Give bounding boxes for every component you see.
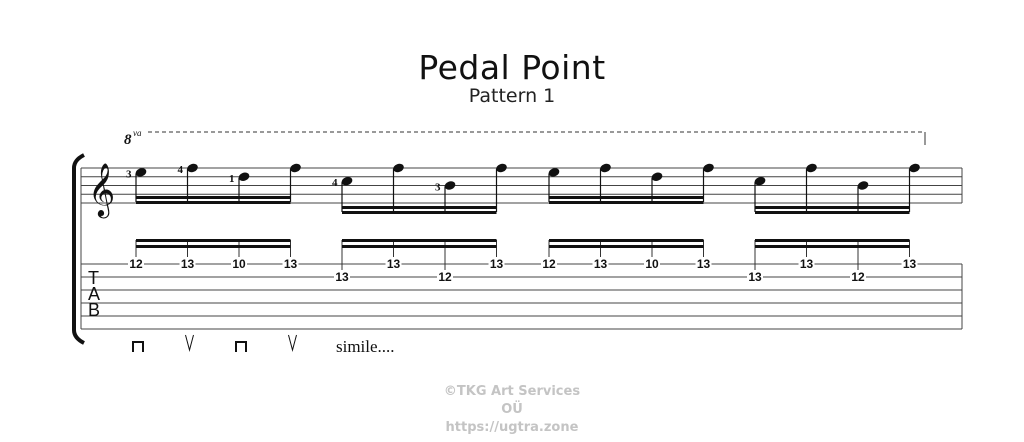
tab-fret-number: 13 <box>181 257 195 271</box>
notehead <box>806 163 817 173</box>
tab-number-bg <box>644 258 660 270</box>
tab-clef-letter: A <box>88 284 100 304</box>
tab-number-bg <box>488 258 505 270</box>
fingering-number: 1 <box>229 173 235 185</box>
tab-number-bg <box>747 271 763 283</box>
up-pick-icon <box>185 334 194 352</box>
tab-number-bg <box>592 258 609 270</box>
ottava-mark: 8 <box>124 132 132 148</box>
tab-fret-number: 13 <box>335 270 349 284</box>
notehead <box>135 168 147 177</box>
notehead <box>187 163 198 173</box>
tab-number-bg <box>901 258 918 270</box>
notehead <box>548 168 560 177</box>
notehead <box>238 172 250 181</box>
beam <box>549 196 704 199</box>
tab-beam <box>549 239 704 242</box>
tab-fret-number: 12 <box>851 270 865 284</box>
system-bracket <box>72 153 85 345</box>
tab-beam <box>755 245 910 248</box>
footer-line-3: https://ugtra.zone <box>445 420 579 435</box>
copyright-footer: ©TKG Art Services OÜ https://ugtra.zone <box>0 383 1024 437</box>
tab-clef-letter: B <box>88 300 100 320</box>
footer-line-1: ©TKG Art Services <box>443 384 581 399</box>
notehead <box>600 163 611 173</box>
fingering-number: 4 <box>178 164 184 176</box>
notehead <box>290 163 301 173</box>
tab-fret-number: 12 <box>542 257 556 271</box>
notehead <box>909 163 920 173</box>
down-pick-icon <box>235 341 247 352</box>
notehead <box>393 163 404 173</box>
notehead <box>703 163 714 173</box>
notehead <box>341 176 353 186</box>
beam <box>136 201 291 204</box>
simile-text: simile.... <box>336 337 395 356</box>
tab-fret-number: 12 <box>438 270 452 284</box>
tab-fret-number: 10 <box>645 257 659 271</box>
tab-fret-number: 13 <box>594 257 608 271</box>
tab-beam <box>342 245 497 248</box>
tab-number-bg <box>179 258 196 270</box>
tab-beam <box>136 245 291 248</box>
tab-beam <box>136 239 291 242</box>
footer-line-2: OÜ <box>501 402 523 417</box>
tab-fret-number: 13 <box>903 257 917 271</box>
page-subtitle: Pattern 1 <box>468 85 556 107</box>
tab-number-bg <box>231 258 247 270</box>
beam <box>755 211 910 214</box>
beam <box>549 201 704 204</box>
tab-beam <box>342 239 497 242</box>
tab-number-bg <box>128 258 144 270</box>
tab-fret-number: 10 <box>232 257 246 271</box>
tab-fret-number: 13 <box>697 257 711 271</box>
tab-number-bg <box>798 258 815 270</box>
tab-number-bg <box>385 258 402 270</box>
tab-number-bg <box>541 258 557 270</box>
page-title: Pedal Point <box>418 48 606 87</box>
beam <box>136 196 291 199</box>
notehead <box>651 172 663 181</box>
tab-number-bg <box>334 271 350 283</box>
beam <box>342 211 497 214</box>
treble-clef-icon: 𝄞 <box>88 163 115 218</box>
tab-number-bg <box>437 271 453 283</box>
fingering-number: 3 <box>126 168 132 180</box>
down-pick-icon <box>132 341 144 352</box>
tab-fret-number: 13 <box>748 270 762 284</box>
ottava-suffix: va <box>133 128 142 138</box>
notehead <box>496 163 507 173</box>
tab-number-bg <box>850 271 866 283</box>
tab-fret-number: 13 <box>490 257 504 271</box>
up-pick-icon <box>288 334 297 352</box>
notehead <box>754 176 766 186</box>
fingering-number: 3 <box>435 182 441 194</box>
beam <box>755 206 910 209</box>
tab-fret-number: 12 <box>129 257 143 271</box>
tab-fret-number: 13 <box>387 257 401 271</box>
tab-clef-letter: T <box>88 268 99 288</box>
tab-number-bg <box>695 258 712 270</box>
tab-beam <box>549 245 704 248</box>
fingering-number: 4 <box>332 177 338 189</box>
tab-number-bg <box>282 258 299 270</box>
beam <box>342 206 497 209</box>
tab-fret-number: 13 <box>800 257 814 271</box>
notehead <box>444 181 456 190</box>
tab-fret-number: 13 <box>284 257 298 271</box>
tab-beam <box>755 239 910 242</box>
notehead <box>857 181 869 190</box>
